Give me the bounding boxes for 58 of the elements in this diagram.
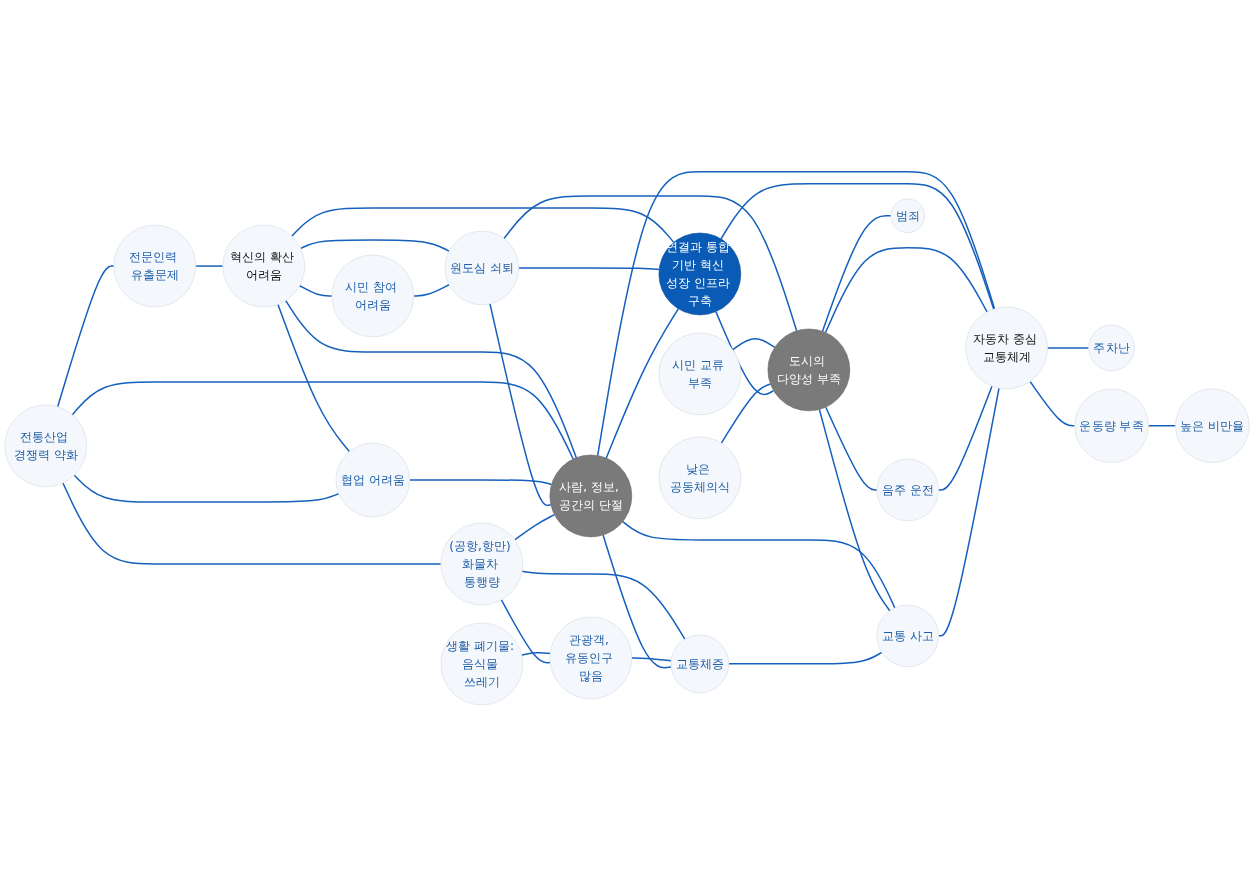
connector [818,408,891,612]
connector [602,533,672,669]
connector [500,598,551,664]
node-circle: 전통산업 경쟁력 약화 [4,404,88,487]
node-circle: 낮은 공동체의식 [658,436,742,519]
connector [298,284,333,297]
node-circle: 높은 비만율 [1175,388,1250,463]
node-circle: 도시의 다양성 부족 [767,328,851,411]
node-circle: 교통체증 [670,634,730,693]
connector [408,478,553,485]
connector [503,194,798,332]
connector [732,337,776,351]
node-circle: 관광객, 유동인구 많음 [549,616,633,699]
connector [517,266,660,270]
connector [56,264,115,408]
node-circle: 원도심 쇠퇴 [444,230,519,305]
node-circle: 시민 참여 어려움 [331,254,415,337]
node-circle: 교통 사고 [876,604,939,667]
connector [73,474,340,503]
connector [300,238,450,252]
connector [1029,380,1076,427]
connector [596,170,996,456]
connector [728,651,883,665]
node-circle: 협업 어려움 [335,442,410,517]
connector [605,307,680,459]
connector [277,303,351,452]
node-circle: 운동량 부족 [1074,388,1149,463]
connector [521,570,686,640]
connector [1147,424,1177,427]
connector [291,206,675,243]
connector [489,302,552,506]
connector [521,651,551,656]
node-circle: 범죄 [890,198,925,233]
connector [720,382,772,444]
connector [62,481,442,565]
node-circle: 혁신의 확산 어려움 [222,224,306,307]
connector [821,214,892,332]
connector [825,406,878,491]
connector [1046,346,1090,349]
node-circle: 사람, 정보, 공간의 단절 [549,454,633,537]
connector [937,387,1000,637]
node-circle: 시민 교류 부족 [658,332,742,415]
node-circle: 생활 폐기물: 음식물 쓰레기 [440,622,524,705]
connector [195,264,224,267]
node-circle: 전문인력 유출문제 [113,224,197,307]
connector [413,283,450,297]
connector [720,182,995,310]
connector [937,385,993,491]
connector [514,513,556,541]
node-circle: 자동차 중심 교통체계 [965,306,1048,389]
connector [631,656,672,662]
node-circle: 음주 운전 [876,458,939,521]
node-circle: (공항,항만) 화물차 통행량 [440,522,524,605]
connector [71,380,574,460]
connector [621,520,896,609]
node-circle: 주차난 [1088,324,1135,371]
connector [285,299,578,459]
connector [824,246,988,333]
